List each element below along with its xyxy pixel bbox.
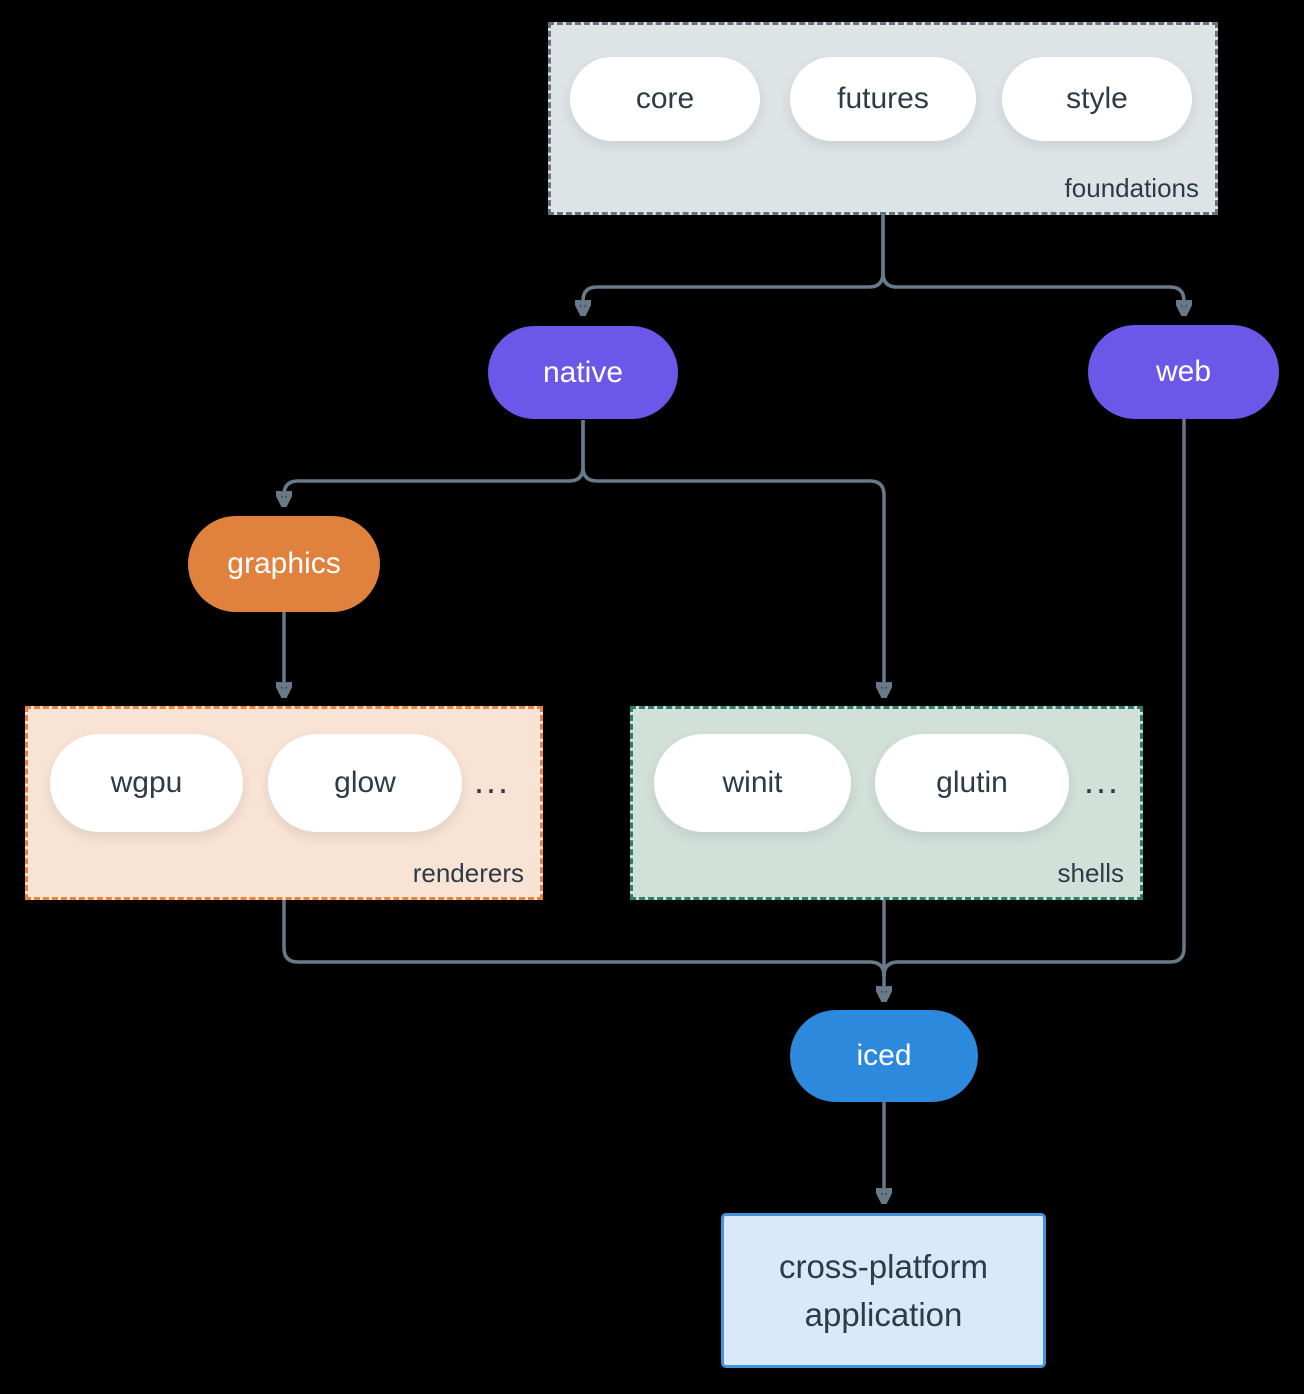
pill-winit: winit [654, 734, 851, 832]
shells-label: shells [1057, 858, 1124, 888]
node-graphics: graphics [188, 516, 380, 612]
pill-core: core [570, 57, 760, 141]
foundations-label: foundations [1064, 173, 1199, 203]
pill-glutin: glutin [875, 734, 1069, 832]
node-iced: iced [790, 1010, 978, 1102]
node-native: native [488, 326, 678, 419]
edge-native-to-shells [581, 420, 884, 696]
edge-native-to-graphics [284, 420, 585, 505]
application-label-line2: application [804, 1295, 963, 1333]
application-label-line1: cross-platform [778, 1247, 989, 1285]
pill-wgpu: wgpu [50, 734, 243, 832]
pill-style: style [1002, 57, 1192, 141]
renderers-label: renderers [412, 858, 524, 888]
renderers-ellipsis: ... [474, 760, 511, 801]
edge-foundations-to-web [881, 215, 1184, 314]
pill-futures: futures [790, 57, 976, 141]
edge-renderers-to-merge [282, 900, 886, 977]
node-web: web [1088, 325, 1279, 419]
shells-ellipsis: ... [1084, 760, 1121, 801]
pill-glow: glow [268, 734, 462, 832]
application-box: cross-platform application [721, 1213, 1046, 1368]
edge-foundations-to-native [583, 215, 885, 314]
